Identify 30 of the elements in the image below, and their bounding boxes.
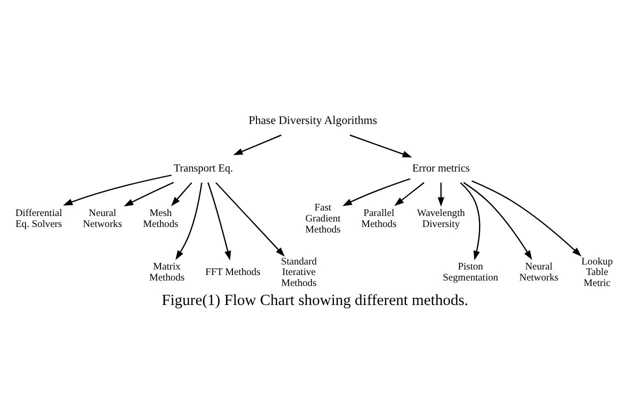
node-text: Phase Diversity Algorithms — [248, 113, 378, 126]
arrow — [438, 182, 444, 206]
arrow — [207, 182, 231, 260]
arrow — [472, 180, 582, 256]
node-text: Transport Eq. — [174, 162, 234, 174]
node-text: Mesh Methods — [143, 208, 178, 230]
node-text: Lookup Table Metric — [581, 256, 613, 289]
caption: Figure(1) Flow Chart showing different methods. — [162, 292, 468, 309]
node-text: Wavelength Diversity — [417, 208, 465, 230]
node-text: Neural Networks — [519, 261, 558, 284]
arrow — [350, 134, 412, 157]
arrow — [63, 174, 172, 205]
node-text: Parallel Methods — [361, 208, 397, 230]
arrow — [175, 182, 202, 260]
arrow — [342, 178, 410, 206]
node-text: Fast Gradient Methods — [305, 202, 341, 235]
arrow — [124, 181, 174, 206]
node-text: Neural Networks — [82, 208, 122, 230]
node-text: FFT Methods — [205, 266, 260, 278]
arrow — [171, 182, 192, 206]
arrow — [463, 182, 532, 260]
node-text: Error metrics — [412, 162, 470, 174]
arrow — [215, 182, 285, 256]
node-text: Piston Segmentation — [442, 261, 498, 284]
arrow — [394, 182, 424, 206]
arrow — [460, 182, 480, 260]
arrow — [233, 134, 282, 155]
node-text: Differential Eq. Solvers — [15, 208, 62, 230]
node-text: Standard Iterative Methods — [280, 256, 317, 289]
node-text: Matrix Methods — [149, 261, 185, 284]
